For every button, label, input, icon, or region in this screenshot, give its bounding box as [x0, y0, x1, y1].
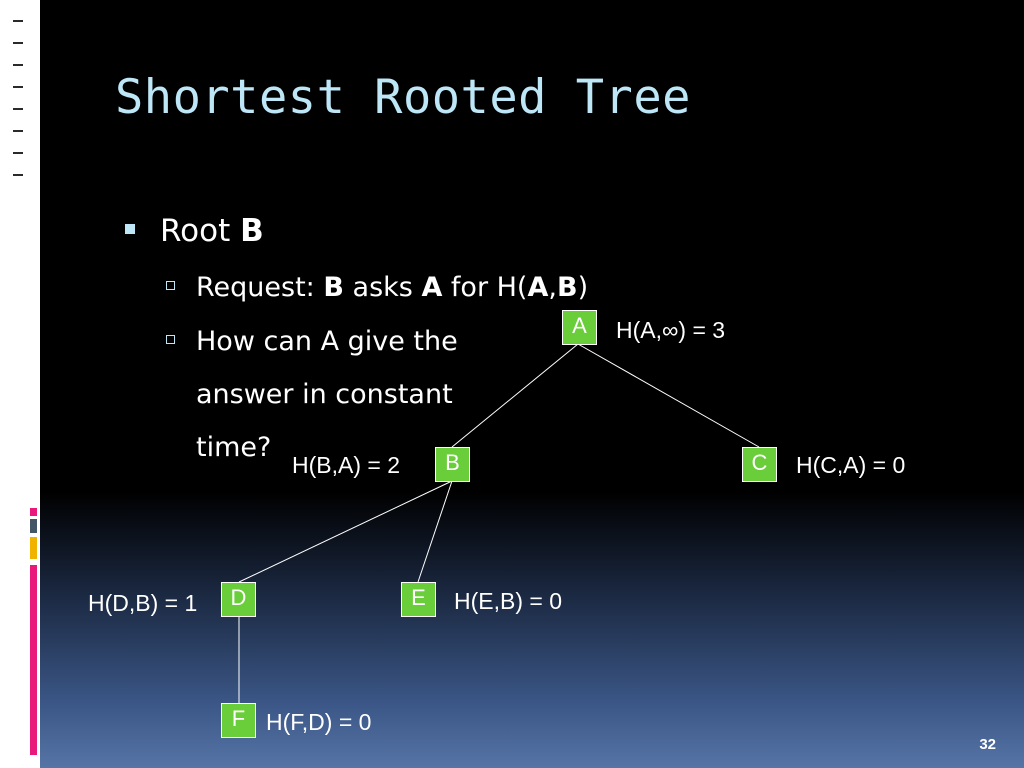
sub-bullet-square-icon	[166, 335, 175, 344]
tree-node-a: A	[562, 310, 597, 345]
decor-bar-pink-long	[30, 565, 37, 755]
decor-line	[13, 86, 23, 88]
decor-line	[13, 20, 23, 22]
bullet-question-line-1: How can A give the	[196, 326, 458, 357]
bullet-root-bold: B	[240, 213, 264, 249]
decor-line	[13, 152, 23, 154]
tree-node-d: D	[221, 582, 256, 617]
edge-a-b	[451, 343, 579, 448]
edge-b-d	[238, 480, 453, 583]
request-text-3: for H(	[442, 272, 528, 303]
bullet-root-text: Root	[160, 213, 241, 249]
tree-node-f: F	[221, 703, 256, 738]
decor-line	[13, 108, 23, 110]
decor-line	[13, 64, 23, 66]
bullet-question-line-2: answer in constant	[196, 379, 453, 410]
page-number: 32	[979, 736, 996, 753]
bullet-question-line-3: time?	[196, 432, 272, 463]
tree-node-e: E	[401, 582, 436, 617]
height-label-b: H(B,A) = 2	[292, 452, 401, 478]
bullet-request: Request: B asks A for H(A,B)	[196, 274, 588, 301]
decor-bar-gray	[30, 519, 37, 533]
request-text-5: )	[577, 272, 589, 303]
decor-bar-pink	[30, 508, 37, 516]
decor-line	[13, 42, 23, 44]
request-bold-1: B	[323, 272, 344, 303]
bullet-root: Root B	[160, 216, 264, 247]
tree-node-b: B	[435, 447, 470, 482]
height-label-d: H(D,B) = 1	[88, 590, 198, 616]
request-text-2: asks	[343, 272, 422, 303]
decor-line	[13, 130, 23, 132]
edge-b-e	[417, 480, 453, 583]
request-text-1: Request:	[196, 272, 324, 303]
height-label-e: H(E,B) = 0	[454, 588, 563, 614]
slide-title: Shortest Rooted Tree	[115, 70, 691, 125]
decor-bar-yellow	[30, 537, 37, 559]
bullet-square-icon	[125, 224, 135, 234]
request-bold-4: B	[556, 272, 578, 303]
decor-line	[13, 174, 23, 176]
tree-node-c: C	[742, 447, 777, 482]
request-bold-2: A	[421, 272, 443, 303]
edge-a-c	[577, 343, 760, 448]
sub-bullet-square-icon	[166, 281, 175, 290]
height-label-f: H(F,D) = 0	[266, 709, 372, 735]
request-text-4: ,	[548, 272, 557, 303]
left-decoration-strip	[0, 0, 40, 768]
height-label-c: H(C,A) = 0	[796, 452, 906, 478]
height-label-a: H(A,∞) = 3	[616, 317, 726, 343]
request-bold-3: A	[527, 272, 549, 303]
